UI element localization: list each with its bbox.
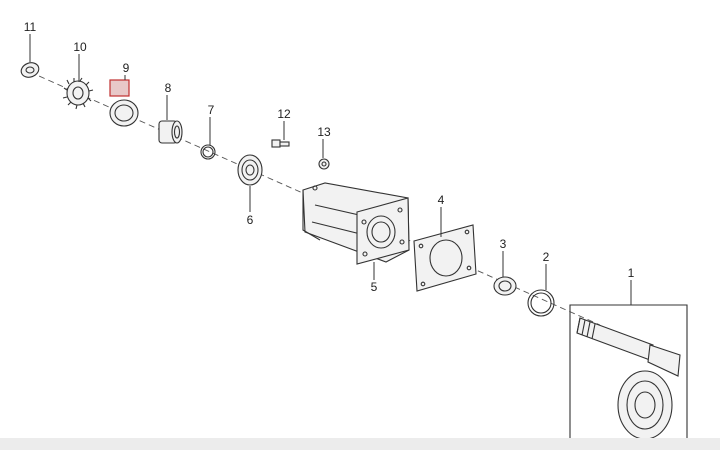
callout-13[interactable]: 13 — [317, 125, 331, 139]
part-4-gasket[interactable] — [413, 224, 477, 292]
callout-9[interactable]: 9 — [123, 61, 130, 75]
callout-3[interactable]: 3 — [500, 237, 507, 251]
part-10-lock-washer[interactable] — [62, 77, 94, 110]
part-5-housing[interactable] — [302, 182, 410, 265]
callout-labels: 11 10 9 8 7 6 12 13 5 4 3 2 1 — [24, 20, 635, 294]
callout-12[interactable]: 12 — [277, 107, 291, 121]
part-1-gear-set[interactable] — [569, 304, 688, 446]
callout-1[interactable]: 1 — [628, 266, 635, 280]
callout-10[interactable]: 10 — [73, 40, 87, 54]
callout-8[interactable]: 8 — [165, 81, 172, 95]
part-9-seal[interactable] — [109, 79, 139, 127]
callout-6[interactable]: 6 — [247, 213, 254, 227]
leader-lines — [29, 34, 632, 305]
part-11-washer[interactable] — [19, 60, 41, 79]
part-6-ball-bearing[interactable] — [237, 154, 263, 186]
part-3-bearing[interactable] — [493, 276, 517, 296]
selected-part-highlight — [109, 79, 130, 97]
part-12-bolt[interactable] — [271, 139, 290, 148]
callout-4[interactable]: 4 — [438, 193, 445, 207]
part-8-bearing[interactable] — [158, 120, 183, 144]
part-13-nut[interactable] — [318, 158, 330, 170]
callout-7[interactable]: 7 — [208, 103, 215, 117]
callout-5[interactable]: 5 — [371, 280, 378, 294]
part-2-ring[interactable] — [527, 289, 555, 317]
part-7-o-ring[interactable] — [200, 144, 216, 160]
callout-11[interactable]: 11 — [24, 20, 37, 34]
callout-2[interactable]: 2 — [543, 250, 550, 264]
bottom-scroll-strip — [0, 438, 720, 450]
